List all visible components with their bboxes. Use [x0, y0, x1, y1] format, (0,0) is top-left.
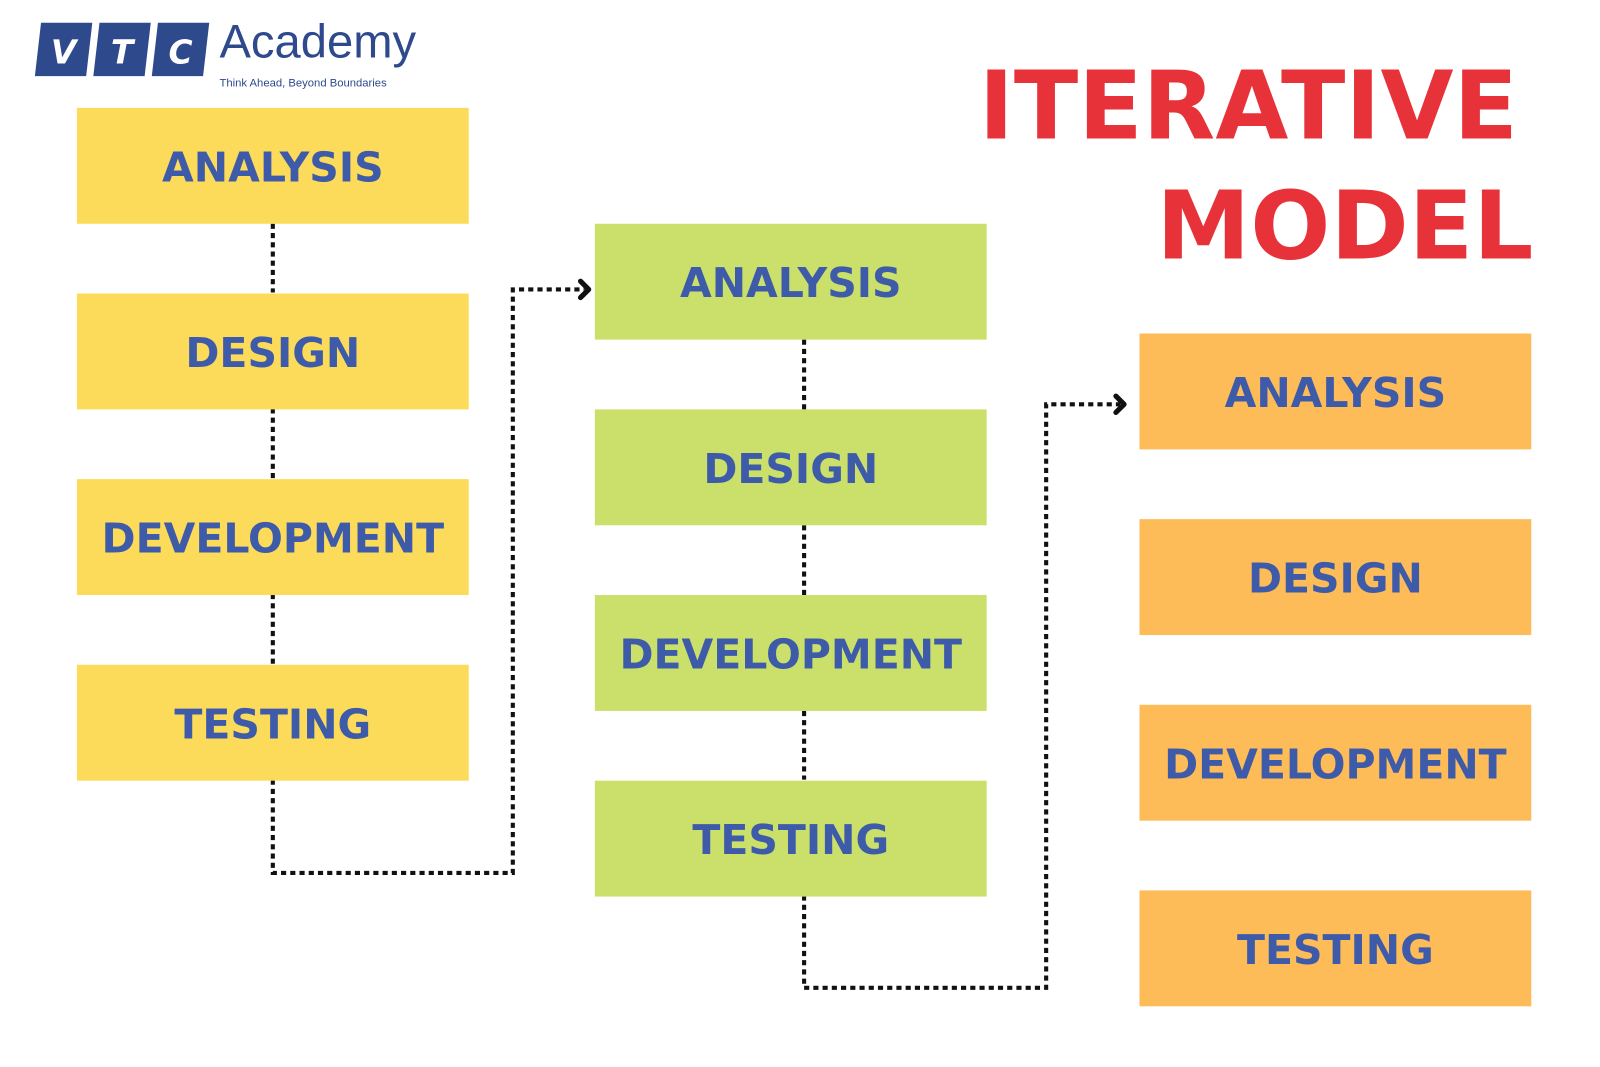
- title-line-2: MODEL: [1156, 172, 1533, 282]
- stage-box-analysis: [594, 223, 987, 340]
- stage-label: DESIGN: [185, 329, 360, 377]
- stage-box-design: [76, 293, 469, 410]
- stage-box-development: [1139, 704, 1532, 821]
- stage-label: ANALYSIS: [1225, 369, 1447, 417]
- stage-label: DEVELOPMENT: [619, 631, 962, 679]
- stage-box-design: [594, 409, 987, 526]
- stage-label: DESIGN: [1248, 555, 1423, 603]
- stage-box-design: [1139, 519, 1532, 636]
- stage-label: TESTING: [174, 700, 371, 748]
- stage-label: ANALYSIS: [162, 143, 384, 191]
- connectors: [270, 223, 1127, 990]
- stage-box-testing: [594, 780, 987, 897]
- logo-letter: C: [168, 34, 192, 72]
- stage-box-analysis: [1139, 333, 1532, 450]
- loop-connector-2: [802, 402, 1120, 990]
- logo-letter-box: [34, 22, 93, 77]
- logo-name: Academy: [219, 15, 416, 68]
- title-line-1: ITERATIVE: [979, 52, 1518, 162]
- logo-tagline: Think Ahead, Beyond Boundaries: [219, 77, 387, 89]
- stage-box-development: [594, 595, 987, 711]
- stage-label: DESIGN: [703, 445, 878, 493]
- stage-box-development: [76, 479, 469, 596]
- stage-box-testing: [1139, 890, 1532, 1007]
- arrow-head-icon: [577, 278, 592, 301]
- logo-letter-box: [93, 22, 151, 77]
- logo-letter-box: [151, 22, 210, 77]
- logo-letter: V: [51, 34, 79, 72]
- arrow-head-icon: [1113, 393, 1127, 416]
- loop-connector-1: [270, 287, 585, 876]
- iteration-1: ANALYSIS DESIGN DEVELOPMENT TESTING: [76, 107, 469, 781]
- stage-boxes: ANALYSISDESIGNDEVELOPMENTTESTINGANALYSIS…: [76, 107, 1532, 1007]
- stage-box-analysis: [76, 107, 469, 224]
- stage-label: ANALYSIS: [680, 259, 902, 307]
- stage-label: DEVELOPMENT: [1164, 740, 1507, 788]
- stage-box-testing: [76, 664, 469, 781]
- stage-label: TESTING: [692, 816, 889, 864]
- iteration-2: ANALYSIS DESIGN DEVELOPMENT TESTING: [594, 223, 987, 897]
- stage-label: DEVELOPMENT: [102, 515, 445, 563]
- stage-label: TESTING: [1237, 926, 1434, 974]
- logo-letter: T: [111, 34, 136, 72]
- iteration-3: ANALYSIS DESIGN DEVELOPMENT TESTING: [1139, 333, 1532, 1007]
